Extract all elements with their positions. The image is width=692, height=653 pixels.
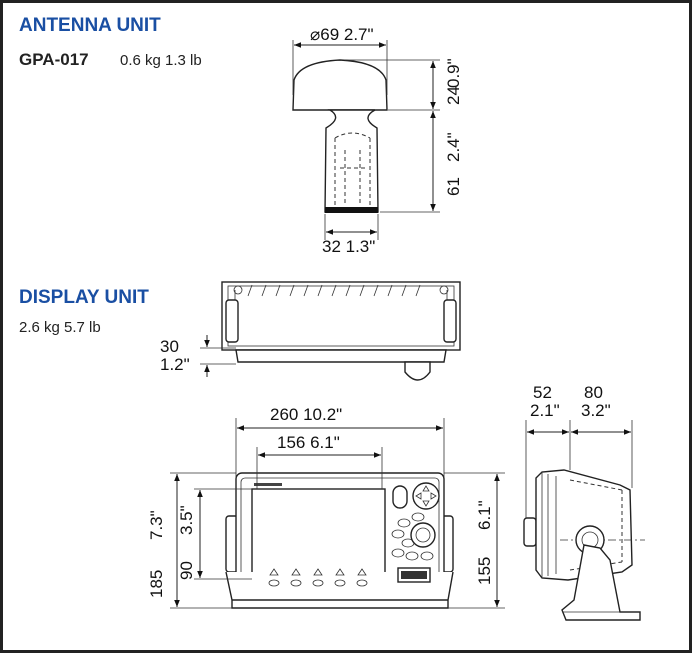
antenna-stem-height-mm: 61: [444, 177, 463, 196]
antenna-weight: 0.6 kg 1.3 lb: [120, 52, 202, 69]
antenna-dome-height-mm: 24: [444, 86, 463, 105]
antenna-stem-height-in: 2.4": [444, 132, 463, 162]
antenna-diameter-label: ⌀69 2.7": [310, 25, 374, 44]
display-front-view: [225, 472, 454, 609]
display-screen-height-in: 3.5": [177, 505, 196, 535]
display-right-height-mm: 155: [475, 557, 494, 585]
display-total-height-in: 7.3": [147, 510, 166, 540]
display-top-depth-dimension: 30 1.2": [160, 335, 236, 377]
display-side-view: [523, 469, 645, 621]
display-top-depth-mm: 30: [160, 337, 179, 356]
antenna-header: ANTENNA UNIT: [19, 15, 161, 36]
display-total-width-label: 260 10.2": [270, 405, 342, 424]
display-top-depth-in: 1.2": [160, 355, 190, 374]
display-total-height-mm: 185: [147, 570, 166, 598]
antenna-drawing: [292, 59, 388, 213]
display-weight: 2.6 kg 5.7 lb: [19, 319, 101, 336]
display-header: DISPLAY UNIT: [19, 287, 149, 308]
antenna-model: GPA-017: [19, 50, 89, 69]
side-depth-b-in: 3.2": [581, 401, 611, 420]
antenna-dome-height-in: 0.9": [444, 58, 463, 88]
display-screen-width-label: 156 6.1": [277, 433, 340, 452]
display-screen-height-mm: 90: [177, 561, 196, 580]
antenna-base-width-label: 32 1.3": [322, 237, 375, 256]
display-right-height-in: 6.1": [475, 500, 494, 530]
side-depth-b-mm: 80: [584, 383, 603, 402]
side-depth-a-in: 2.1": [530, 401, 560, 420]
display-top-view: [221, 281, 461, 381]
display-front-dimensions: 260 10.2" 156 6.1" 185 7.3" 90 3.5" 155 …: [147, 405, 505, 609]
display-side-dimensions: 52 2.1" 80 3.2": [525, 383, 633, 518]
side-depth-a-mm: 52: [533, 383, 552, 402]
antenna-dimensions: ⌀69 2.7" 24 0.9" 61 2.4" 32 1.3": [292, 25, 463, 256]
